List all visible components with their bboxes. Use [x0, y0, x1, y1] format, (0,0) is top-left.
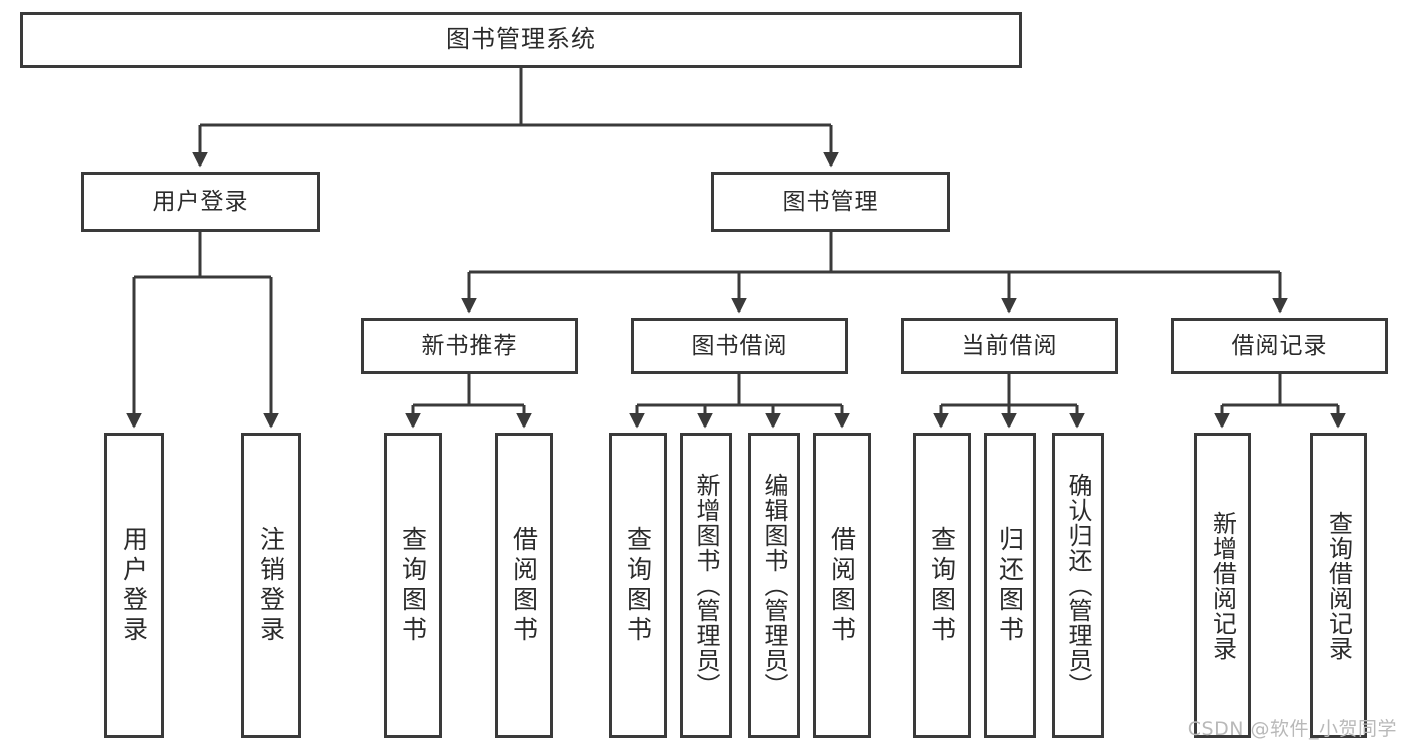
- node-borrow-record[interactable]: 借阅记录: [1171, 318, 1388, 374]
- node-leaf-query-book-2[interactable]: 查询图书: [609, 433, 667, 738]
- node-leaf-query-record[interactable]: 查询借阅记录: [1310, 433, 1367, 738]
- node-root[interactable]: 图书管理系统: [20, 12, 1022, 68]
- node-leaf-borrow-book-2-label: 借阅图书: [827, 525, 857, 646]
- node-leaf-query-book-3[interactable]: 查询图书: [913, 433, 971, 738]
- node-leaf-add-book[interactable]: 新增图书（管理员）: [680, 433, 732, 738]
- node-leaf-query-record-label: 查询借阅记录: [1324, 510, 1353, 661]
- node-new-book-rec-label: 新书推荐: [421, 332, 518, 359]
- node-new-book-rec[interactable]: 新书推荐: [361, 318, 578, 374]
- node-leaf-edit-book-label: 编辑图书（管理员）: [760, 473, 788, 698]
- node-leaf-edit-book[interactable]: 编辑图书（管理员）: [748, 433, 800, 738]
- node-leaf-borrow-book-1-label: 借阅图书: [509, 525, 539, 646]
- node-root-label: 图书管理系统: [446, 25, 596, 54]
- node-leaf-query-book-2-label: 查询图书: [623, 525, 653, 646]
- node-book-borrow[interactable]: 图书借阅: [631, 318, 848, 374]
- node-leaf-confirm-return[interactable]: 确认归还（管理员）: [1052, 433, 1104, 738]
- node-leaf-return-book[interactable]: 归还图书: [984, 433, 1036, 738]
- node-user-login[interactable]: 用户登录: [81, 172, 320, 232]
- node-leaf-add-book-label: 新增图书（管理员）: [692, 473, 720, 698]
- node-current-borrow[interactable]: 当前借阅: [901, 318, 1118, 374]
- node-leaf-logout[interactable]: 注销登录: [241, 433, 301, 738]
- node-leaf-query-book-1[interactable]: 查询图书: [384, 433, 442, 738]
- node-book-borrow-label: 图书借阅: [691, 332, 788, 359]
- node-book-manage-label: 图书管理: [782, 188, 879, 215]
- node-leaf-borrow-book-1[interactable]: 借阅图书: [495, 433, 553, 738]
- node-leaf-confirm-return-label: 确认归还（管理员）: [1064, 473, 1092, 698]
- node-leaf-query-book-3-label: 查询图书: [927, 525, 957, 646]
- node-book-manage[interactable]: 图书管理: [711, 172, 950, 232]
- node-leaf-query-book-1-label: 查询图书: [398, 525, 428, 646]
- node-leaf-return-book-label: 归还图书: [995, 525, 1025, 646]
- node-leaf-borrow-book-2[interactable]: 借阅图书: [813, 433, 871, 738]
- node-leaf-user-login-label: 用户登录: [119, 525, 149, 646]
- node-user-login-label: 用户登录: [152, 188, 249, 215]
- node-leaf-user-login[interactable]: 用户登录: [104, 433, 164, 738]
- node-leaf-add-record[interactable]: 新增借阅记录: [1194, 433, 1251, 738]
- node-leaf-add-record-label: 新增借阅记录: [1208, 510, 1237, 661]
- node-leaf-logout-label: 注销登录: [256, 525, 286, 646]
- node-borrow-record-label: 借阅记录: [1231, 332, 1328, 359]
- node-current-borrow-label: 当前借阅: [961, 332, 1058, 359]
